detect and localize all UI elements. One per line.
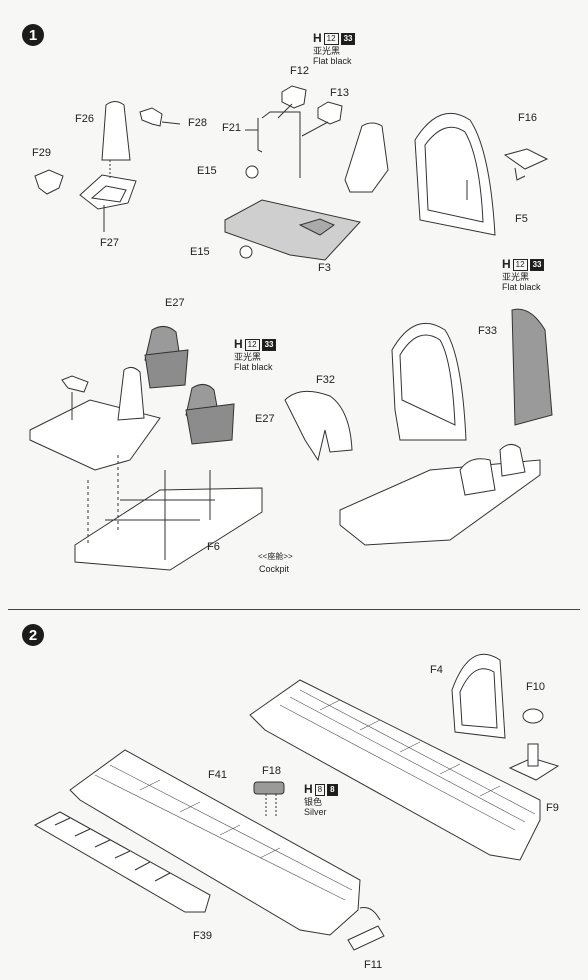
part-e15-b bbox=[239, 245, 253, 259]
paint-code-2: 8 bbox=[327, 783, 338, 796]
paint-code-1: 12 bbox=[244, 338, 260, 351]
part-f27 bbox=[79, 174, 137, 210]
paint-name-cn: 亚光黑 bbox=[313, 45, 341, 56]
part-f29 bbox=[34, 169, 64, 195]
paint-h-label: H bbox=[313, 31, 322, 45]
label-f21: F21 bbox=[222, 122, 241, 134]
part-f26 bbox=[101, 101, 131, 161]
label-f39: F39 bbox=[193, 930, 212, 942]
part-f28 bbox=[139, 107, 163, 127]
paint-name-en: Flat black bbox=[313, 56, 352, 67]
label-f4: F4 bbox=[430, 664, 443, 676]
label-f10: F10 bbox=[526, 681, 545, 693]
label-f6: F6 bbox=[207, 541, 220, 553]
paint-code-2: 33 bbox=[340, 32, 356, 45]
floor-upper-lattice bbox=[279, 689, 536, 831]
part-f10 bbox=[522, 708, 544, 724]
part-f3 bbox=[224, 199, 361, 261]
part-f5 bbox=[414, 112, 496, 236]
paint-name-cn: 亚光黑 bbox=[234, 351, 262, 362]
part-f39 bbox=[33, 811, 211, 913]
label-f12: F12 bbox=[290, 65, 309, 77]
label-f18: F18 bbox=[262, 765, 281, 777]
label-f28: F28 bbox=[188, 117, 207, 129]
label-e15-a: E15 bbox=[197, 165, 217, 177]
paint-h-label: H bbox=[234, 337, 243, 351]
part-f6 bbox=[74, 487, 263, 571]
paint-h-label: H bbox=[304, 782, 313, 796]
paint-name-cn: 银色 bbox=[304, 796, 323, 807]
part-f18 bbox=[253, 781, 285, 795]
part-f12 bbox=[281, 85, 307, 109]
floor-lower-lattice bbox=[94, 764, 353, 901]
part-f21 bbox=[257, 111, 301, 178]
label-f29: F29 bbox=[32, 147, 51, 159]
part-f32 bbox=[284, 390, 353, 462]
label-f9: F9 bbox=[546, 802, 559, 814]
paint-name-en: Flat black bbox=[234, 362, 273, 373]
paint-name-en: Silver bbox=[304, 807, 327, 818]
label-f3: F3 bbox=[318, 262, 331, 274]
paint-name-en: Flat black bbox=[502, 282, 541, 293]
cockpit-caption-en: Cockpit bbox=[259, 564, 290, 574]
label-f16: F16 bbox=[518, 112, 537, 124]
part-e15-a bbox=[245, 165, 259, 179]
part-f11 bbox=[347, 925, 385, 951]
part-f16 bbox=[503, 148, 549, 170]
label-f27: F27 bbox=[100, 237, 119, 249]
paint-code-1: 8 bbox=[314, 783, 326, 796]
part-f13 bbox=[317, 101, 343, 125]
label-f11: F11 bbox=[364, 959, 383, 971]
part-f33 bbox=[511, 308, 553, 426]
paint-h-label: H bbox=[502, 257, 511, 271]
paint-code-1: 12 bbox=[512, 258, 528, 271]
part-f41 bbox=[69, 749, 361, 936]
label-f5: F5 bbox=[515, 213, 528, 225]
cockpit-caption-cn: <<座舱>> bbox=[258, 552, 293, 561]
label-f41: F41 bbox=[208, 769, 227, 781]
step-divider bbox=[8, 609, 580, 610]
part-f9 bbox=[508, 757, 560, 781]
label-e15-b: E15 bbox=[190, 246, 210, 258]
paint-code-2: 33 bbox=[261, 338, 277, 351]
label-f26: F26 bbox=[75, 113, 94, 125]
part-f4 bbox=[451, 653, 506, 739]
label-e27-b: E27 bbox=[255, 413, 275, 425]
label-f33: F33 bbox=[478, 325, 497, 337]
part-seat bbox=[344, 122, 389, 193]
paint-code-2: 33 bbox=[529, 258, 545, 271]
label-f32: F32 bbox=[316, 374, 335, 386]
step-2-badge: 2 bbox=[22, 624, 44, 646]
label-e27-a: E27 bbox=[165, 297, 185, 309]
label-f13: F13 bbox=[330, 87, 349, 99]
paint-name-cn: 亚光黑 bbox=[502, 271, 530, 282]
step-1-badge: 1 bbox=[22, 24, 44, 46]
paint-code-1: 12 bbox=[323, 32, 339, 45]
